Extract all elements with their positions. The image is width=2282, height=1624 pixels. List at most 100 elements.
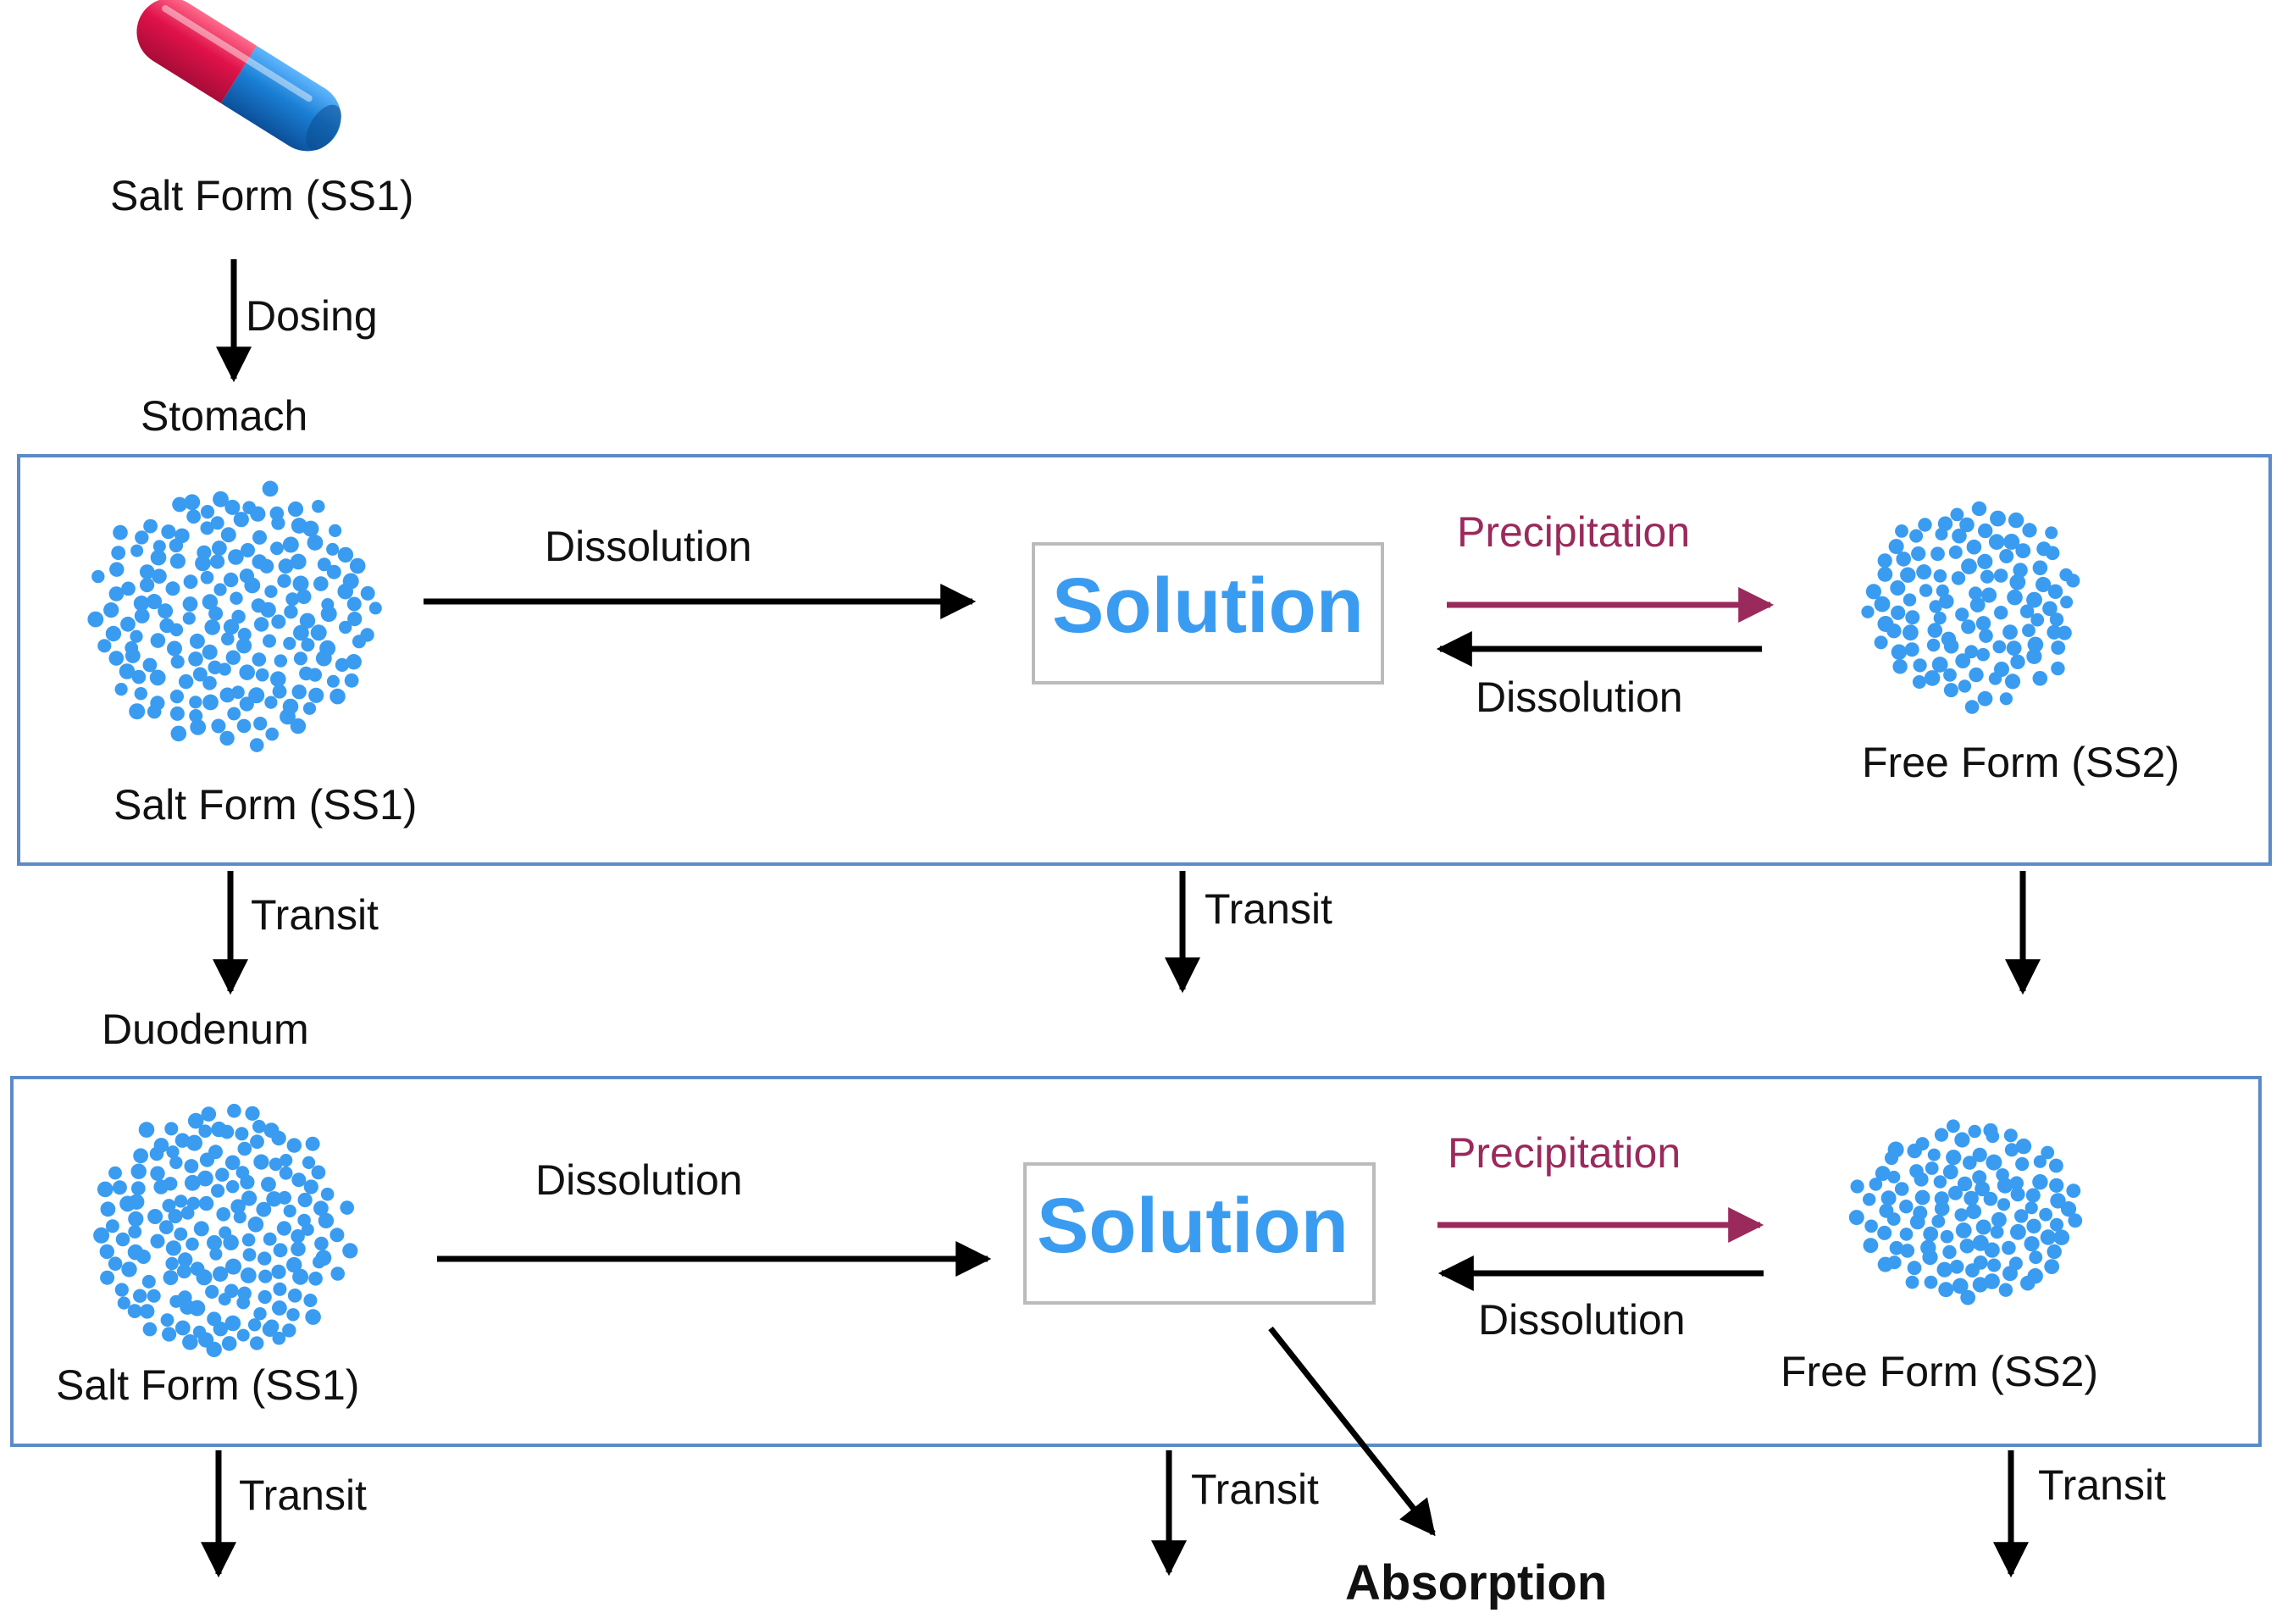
particle-dot <box>112 1180 127 1195</box>
particle-dot <box>1909 529 1924 543</box>
particle-dot <box>1877 1256 1893 1272</box>
particle-dot <box>263 1232 277 1246</box>
particle-dot <box>2032 560 2048 576</box>
particle-dot <box>1975 616 1991 631</box>
particle-dot <box>252 554 268 569</box>
particle-dot <box>164 1122 179 1136</box>
particle-dot <box>240 1267 257 1283</box>
particle-dot <box>186 509 202 524</box>
particle-dot <box>326 564 341 579</box>
particle-dot <box>1874 635 1888 650</box>
duodenum-salt-particles <box>93 1103 358 1358</box>
particle-dot <box>1915 1137 1930 1151</box>
stomach-free-particles <box>1861 501 2080 714</box>
particle-dot <box>165 581 180 596</box>
particle-dot <box>133 1289 147 1303</box>
particle-dot <box>2020 1275 2036 1291</box>
particle-dot <box>1969 586 1983 601</box>
particle-dot <box>1972 1234 1989 1251</box>
particle-dot <box>339 620 352 635</box>
particle-dot <box>2002 1266 2018 1282</box>
particle-dot <box>227 707 241 721</box>
stomach-salt-particles <box>87 480 382 752</box>
particle-dot <box>1942 1164 1958 1180</box>
particle-dot <box>276 1221 291 1236</box>
particle-dot <box>233 512 249 528</box>
particle-dot <box>184 1174 201 1191</box>
particle-dot <box>133 596 150 612</box>
particle-dot <box>271 614 286 629</box>
particle-dot <box>211 718 226 734</box>
particle-dot <box>274 654 287 668</box>
particle-dot <box>125 640 139 655</box>
particle-dot <box>140 1304 155 1319</box>
particle-dot <box>302 701 317 715</box>
particle-dot <box>1924 1275 1938 1289</box>
particle-dot <box>119 1195 136 1212</box>
particle-dot <box>2004 1143 2019 1157</box>
particle-dot <box>286 1256 302 1273</box>
particle-dot <box>2060 1201 2077 1217</box>
particle-dot <box>100 1270 115 1285</box>
particle-dot <box>235 1166 250 1179</box>
particle-dot <box>208 1145 223 1160</box>
particle-dot <box>235 1127 249 1141</box>
particle-dot <box>186 1237 199 1251</box>
particle-dot <box>299 612 316 629</box>
particle-dot <box>2045 546 2060 561</box>
particle-dot <box>2045 526 2058 540</box>
particle-dot <box>291 1229 305 1244</box>
particle-dot <box>253 617 269 632</box>
particle-dot <box>1959 1239 1975 1254</box>
particle-dot <box>134 608 150 624</box>
particle-dot <box>296 589 312 604</box>
particle-dot <box>1918 518 1932 532</box>
particle-dot <box>198 1124 212 1138</box>
particle-dot <box>130 544 144 557</box>
particle-dot <box>161 524 176 540</box>
particle-dot <box>1869 1178 1883 1191</box>
particle-dot <box>129 703 146 720</box>
transit-solution-label-2: Transit <box>1191 1466 1319 1513</box>
particle-dot <box>1874 596 1891 612</box>
particle-dot <box>261 1177 276 1192</box>
stomach-redissolution-label: Dissolution <box>1476 673 1683 721</box>
particle-dot <box>301 638 315 652</box>
particle-dot <box>1988 534 2005 550</box>
particle-dot <box>368 601 382 615</box>
particle-dot <box>2026 1218 2041 1234</box>
particle-dot <box>262 480 279 497</box>
particle-dot <box>2032 671 2048 686</box>
particle-dot <box>224 499 241 515</box>
particle-dot <box>200 505 215 519</box>
particle-dot <box>174 1194 188 1208</box>
particle-dot <box>1879 1203 1894 1218</box>
particle-dot <box>317 557 331 572</box>
particle-dot <box>1968 1124 1981 1139</box>
transit-solution-label-1: Transit <box>1205 885 1332 933</box>
particle-dot <box>1892 659 1908 674</box>
particle-dot <box>284 605 298 619</box>
particle-dot <box>140 578 155 593</box>
particle-dot <box>202 676 217 690</box>
particle-dot <box>266 1191 282 1207</box>
particle-dot <box>114 1283 129 1297</box>
absorption-arrow <box>1268 1326 1436 1537</box>
particle-dot <box>178 1252 193 1267</box>
particle-dot <box>2050 1217 2063 1232</box>
particle-dot <box>2044 1259 2060 1274</box>
particle-dot <box>269 506 285 521</box>
particle-dot <box>1979 629 1993 643</box>
particle-dot <box>1950 507 1964 522</box>
particle-dot <box>1912 675 1926 689</box>
particle-dot <box>111 546 126 560</box>
particle-dot <box>320 606 337 623</box>
particle-dot <box>117 1296 130 1310</box>
particle-dot <box>297 1192 313 1208</box>
particle-dot <box>146 594 163 610</box>
particle-dot <box>200 570 214 585</box>
particle-dot <box>263 634 276 648</box>
particle-dot <box>285 592 300 607</box>
particle-dot <box>241 543 255 557</box>
particle-dot <box>242 1248 257 1262</box>
